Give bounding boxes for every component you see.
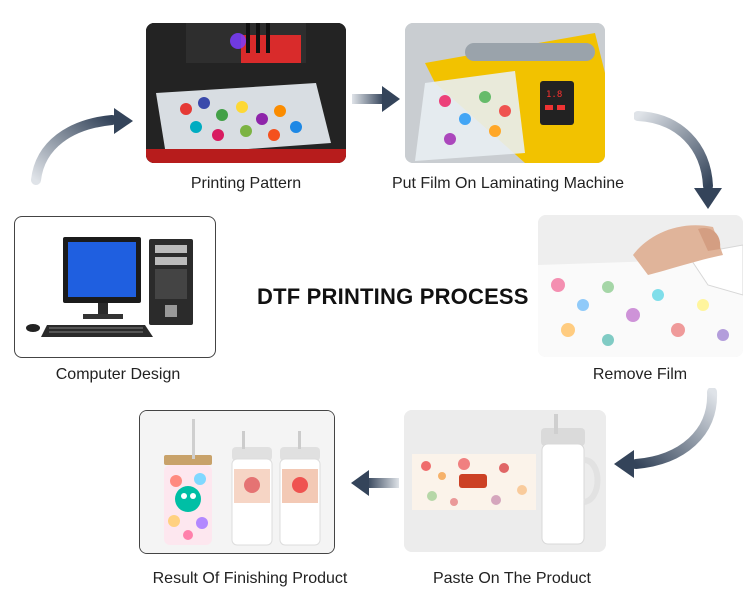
paste-label: Paste On The Product: [410, 570, 614, 588]
diagram-title: DTF PRINTING PROCESS: [257, 284, 529, 310]
computer-design-label: Computer Design: [14, 366, 222, 384]
result-label: Result Of Finishing Product: [130, 570, 370, 588]
printing-pattern-image: [146, 23, 346, 163]
arrow-computer-to-printing: [30, 100, 140, 190]
svg-text:1.8: 1.8: [546, 90, 562, 100]
arrow-remove-to-paste: [612, 388, 722, 488]
laminating-machine-image: 1.8: [405, 23, 605, 163]
arrow-laminating-to-remove: [634, 108, 744, 213]
computer-design-image: [14, 216, 216, 358]
result-product-image: [139, 410, 335, 554]
arrow-paste-to-result: [349, 468, 401, 498]
printing-pattern-label: Printing Pattern: [146, 175, 346, 193]
laminating-label: Put Film On Laminating Machine: [372, 175, 644, 193]
arrow-printing-to-laminating: [352, 84, 402, 114]
remove-film-label: Remove Film: [560, 366, 720, 384]
remove-film-image: [538, 215, 743, 357]
paste-on-product-image: [404, 410, 606, 552]
